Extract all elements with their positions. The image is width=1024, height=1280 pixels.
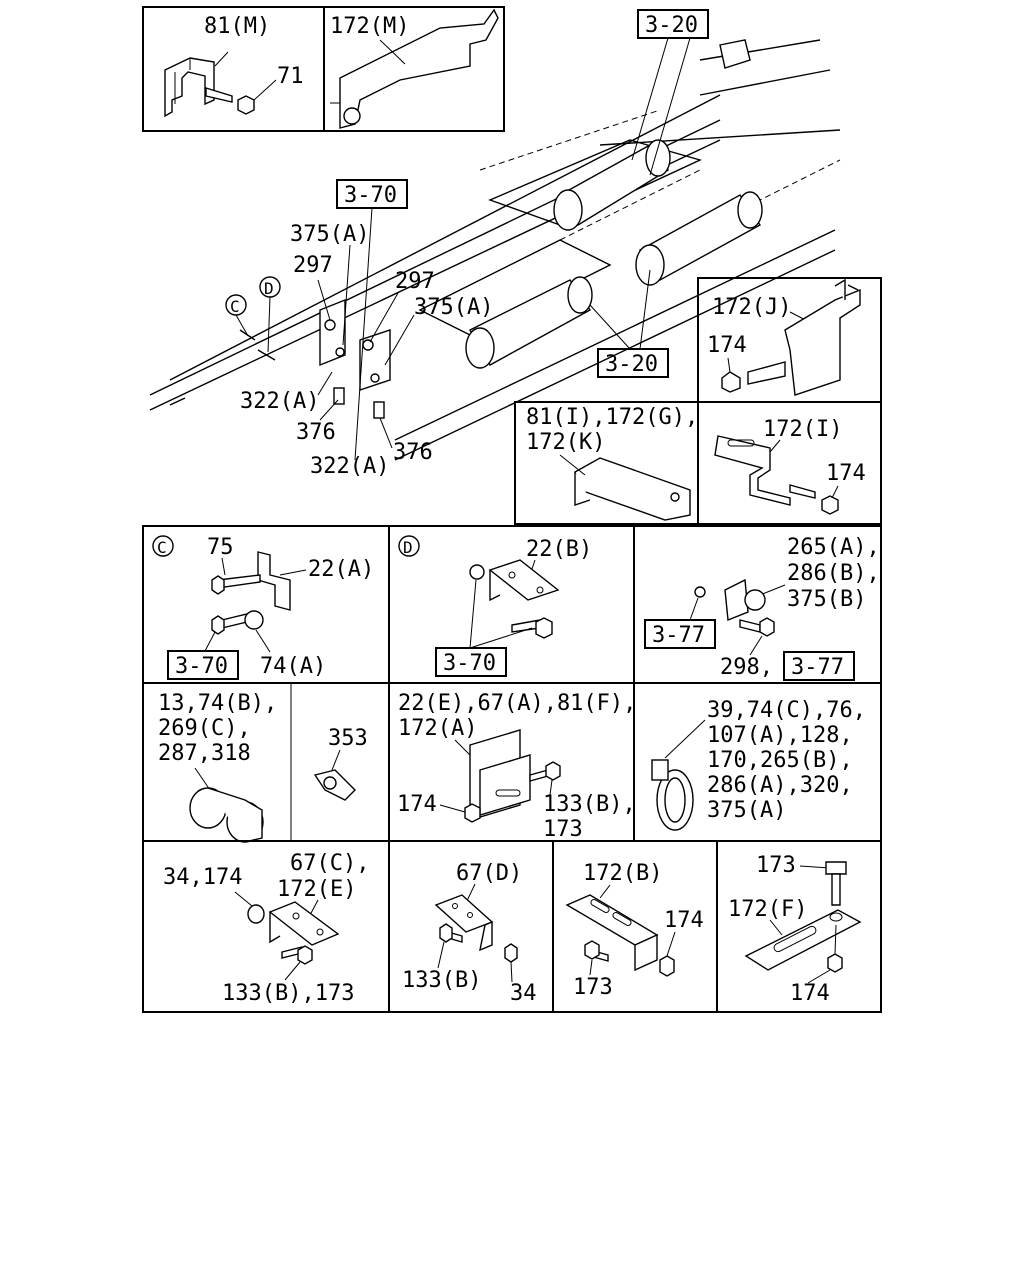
ref-3-70-main[interactable]: 3-70 <box>344 183 397 208</box>
label-174-j: 174 <box>707 333 747 358</box>
label-375a-1: 375(A) <box>290 222 369 247</box>
label-67c: 67(C), <box>290 851 369 876</box>
label-298: 298, <box>720 655 773 680</box>
bolt-drawing <box>205 87 233 103</box>
ref-3-77-b[interactable]: 3-77 <box>791 655 844 680</box>
ref-3-70-c[interactable]: 3-70 <box>175 654 228 679</box>
ref-3-20-mid[interactable]: 3-20 <box>605 352 658 377</box>
label-174-o: 174 <box>790 981 830 1006</box>
label-71: 71 <box>277 64 304 89</box>
label-107a-128: 107(A),128, <box>707 723 853 748</box>
tank-upper <box>553 139 671 231</box>
main-assembly-view: 3-20 3-70 3-20 C D 375(A) 297 297 375(A)… <box>149 9 841 479</box>
label-174-i: 174 <box>826 461 866 486</box>
label-170-265b: 170,265(B), <box>707 748 853 773</box>
label-174-h: 174 <box>397 792 437 817</box>
label-34-174: 34,174 <box>163 865 242 890</box>
ref-box-3-20-mid[interactable] <box>597 348 669 378</box>
label-286b: 286(B), <box>787 561 880 586</box>
detail-172f: 173 172(F) 174 <box>728 853 862 1006</box>
label-133b-173-l: 133(B),173 <box>222 981 354 1006</box>
label-353: 353 <box>328 726 368 751</box>
label-74a: 74(A) <box>260 654 326 679</box>
detail-265a: 265(A), 286(B), 375(B) 3-77 298, 3-77 <box>644 535 880 681</box>
label-172i: 172(I) <box>763 417 842 442</box>
label-22a: 22(A) <box>308 557 374 582</box>
label-39-74c: 39,74(C),76, <box>707 698 866 723</box>
detail-d-letter: D <box>403 538 413 557</box>
detail-c: C 75 22(A) 3-70 74(A) <box>152 535 374 680</box>
detail-22e: 22(E),67(A),81(F), 172(A) 174 133(B), 17… <box>397 691 636 842</box>
ref-box-3-70-c[interactable] <box>167 650 239 680</box>
label-297-1: 297 <box>293 253 333 278</box>
label-173-o: 173 <box>756 853 796 878</box>
detail-c-letter: C <box>157 538 167 557</box>
ref-3-20-top[interactable]: 3-20 <box>645 13 698 38</box>
ref-3-77-a[interactable]: 3-77 <box>652 623 705 648</box>
detail-67d: 67(D) 133(B) 34 <box>402 861 537 1006</box>
inset-172i: 172(I) 174 <box>697 401 882 525</box>
label-286a-320: 286(A),320, <box>707 773 853 798</box>
nut-71-drawing <box>237 95 255 115</box>
detail-marker-d-letter: D <box>264 279 274 298</box>
label-173-h: 173 <box>543 817 583 842</box>
ref-box-3-20-top[interactable] <box>637 9 709 39</box>
inset-box-81m: 81(M) 71 <box>142 6 325 132</box>
label-172m: 172(M) <box>330 14 409 39</box>
label-81i-172g: 81(I),172(G), <box>526 405 698 430</box>
label-81m: 81(M) <box>204 14 270 39</box>
inset-box-172m: 172(M) <box>323 6 505 132</box>
label-375a-k: 375(A) <box>707 798 786 823</box>
bracket-81m-drawing <box>164 57 215 118</box>
label-174-n: 174 <box>664 908 704 933</box>
detail-34-174: 34,174 67(C), 172(E) 133(B),173 <box>163 851 369 1006</box>
ref-box-3-77-a[interactable] <box>644 619 716 649</box>
frame-rail-rear <box>169 39 841 381</box>
label-172b: 172(B) <box>583 861 662 886</box>
label-22e-67a-81f: 22(E),67(A),81(F), <box>398 691 636 716</box>
frame-rail-front <box>149 119 836 461</box>
label-133b-m: 133(B) <box>402 968 481 993</box>
label-322a-1: 322(A) <box>240 389 319 414</box>
label-269c: 269(C), <box>158 716 251 741</box>
tank-right <box>635 191 763 286</box>
label-287-318: 287,318 <box>158 741 251 766</box>
label-34-m: 34 <box>510 981 537 1006</box>
grid-row-3 <box>142 840 882 1013</box>
detail-13-74b: 13,74(B), 269(C), 287,318 <box>158 691 277 843</box>
label-375a-2: 375(A) <box>414 295 493 320</box>
label-172a: 172(A) <box>398 716 477 741</box>
label-172j: 172(J) <box>712 295 791 320</box>
label-322a-2: 322(A) <box>310 454 389 479</box>
detail-39-74c: 39,74(C),76, 107(A),128, 170,265(B), 286… <box>651 698 866 831</box>
label-172k: 172(K) <box>526 430 605 455</box>
inset-81i-172g-172k: 81(I),172(G), 172(K) <box>514 401 699 525</box>
label-376-2: 376 <box>393 440 433 465</box>
detail-marker-c-letter: C <box>230 297 240 316</box>
ref-box-3-77-b[interactable] <box>783 651 855 681</box>
label-173-n: 173 <box>573 975 613 1000</box>
label-172f: 172(F) <box>728 897 807 922</box>
label-376-1: 376 <box>296 420 336 445</box>
label-172e: 172(E) <box>277 877 356 902</box>
label-22b: 22(B) <box>526 537 592 562</box>
ref-3-70-d[interactable]: 3-70 <box>443 651 496 676</box>
label-75: 75 <box>207 535 234 560</box>
label-297-2: 297 <box>395 269 435 294</box>
label-13-74b: 13,74(B), <box>158 691 277 716</box>
label-67d: 67(D) <box>456 861 522 886</box>
label-265a: 265(A), <box>787 535 880 560</box>
tank-lower <box>465 276 593 369</box>
inset-172j: 172(J) 174 <box>697 277 882 403</box>
detail-353: 353 <box>313 726 368 801</box>
label-133b-h: 133(B), <box>543 792 636 817</box>
detail-d: D 22(B) 3-70 <box>398 535 592 677</box>
detail-172b: 172(B) 174 173 <box>565 861 704 1000</box>
label-375b: 375(B) <box>787 587 866 612</box>
